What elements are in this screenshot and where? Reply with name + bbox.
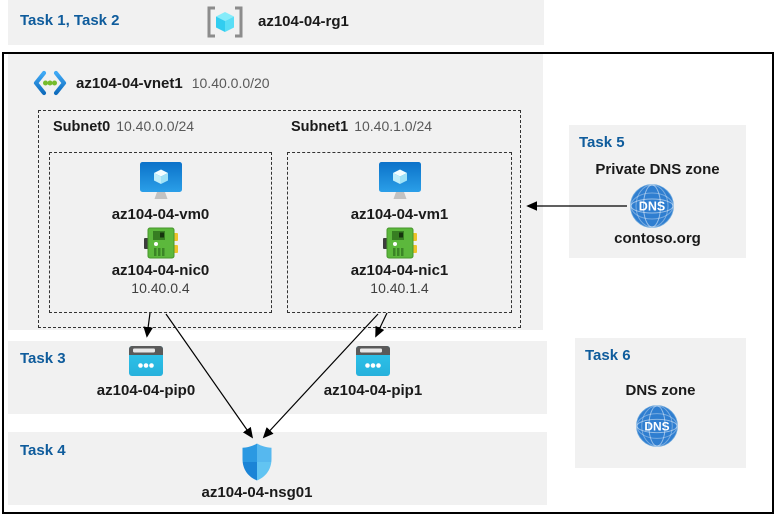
nic0-name: az104-04-nic0 — [111, 262, 210, 279]
vnet-header: az104-04-vnet1 10.40.0.0/20 — [33, 70, 270, 96]
task-1-2-label: Task 1, Task 2 — [20, 12, 120, 29]
nic1-name: az104-04-nic1 — [350, 262, 449, 279]
task5-label: Task 5 — [579, 134, 625, 151]
nsg-group: az104-04-nsg01 — [187, 443, 327, 501]
nic1-ip: 10.40.1.4 — [370, 280, 429, 296]
vm0-icon — [139, 160, 183, 202]
public-ip0-icon — [129, 346, 163, 376]
vnet-name: az104-04-vnet1 — [76, 74, 183, 92]
task6-box: Task 6 DNS zone DNS — [575, 338, 746, 468]
dns-zone-icon: DNS — [636, 405, 678, 447]
task5-box: Task 5 Private DNS zone DNS contoso.org — [569, 125, 746, 258]
task3-label: Task 3 — [20, 350, 66, 367]
pip0-group: az104-04-pip0 — [76, 346, 216, 399]
private-dns-icon: DNS — [630, 184, 674, 228]
task3-band: Task 3 az104-04-pip0 — [8, 341, 547, 414]
subnet1-vm-group: az104-04-vm1 az104-04-nic1 10.40.1.4 — [287, 152, 512, 313]
task6-label: Task 6 — [585, 347, 631, 364]
nic0-icon — [143, 226, 178, 260]
subnet1-label: Subnet1 10.40.1.0/24 — [291, 118, 432, 135]
resource-group-name: az104-04-rg1 — [258, 13, 349, 30]
subnet1-name: Subnet1 — [291, 119, 349, 135]
task4-band: Task 4 az104-04-nsg0 — [8, 432, 547, 505]
public-ip1-icon — [356, 346, 390, 376]
resource-group-band: Task 1, Task 2 az104-04-rg1 — [8, 0, 544, 45]
resource-group-icon — [205, 5, 245, 39]
pip1-name: az104-04-pip1 — [323, 382, 423, 399]
pip1-group: az104-04-pip1 — [303, 346, 443, 399]
subnet0-vm-group: az104-04-vm0 az104-04-nic0 10.40.0.4 — [49, 152, 272, 313]
task4-label: Task 4 — [20, 442, 66, 459]
vnet-box: az104-04-vnet1 10.40.0.0/20 Subnet0 10.4… — [8, 54, 543, 330]
nsg-name: az104-04-nsg01 — [201, 484, 313, 501]
subnet0-cidr: 10.40.0.0/24 — [116, 118, 195, 134]
private-dns-zone-title: Private DNS zone — [595, 161, 720, 178]
subnet0-name: Subnet0 — [53, 119, 111, 135]
nic1-icon — [382, 226, 417, 260]
vnet-cidr: 10.40.0.0/20 — [191, 75, 270, 91]
dns-zone-icon-text: DNS — [644, 419, 669, 433]
nsg-shield-icon — [242, 443, 272, 481]
vnet-icon — [33, 70, 67, 96]
subnet1-cidr: 10.40.1.0/24 — [354, 118, 433, 134]
dns-zone-title: DNS zone — [625, 382, 696, 399]
private-dns-zone-name: contoso.org — [614, 230, 701, 247]
vm1-icon — [378, 160, 422, 202]
subnet0-label: Subnet0 10.40.0.0/24 — [53, 118, 194, 135]
pip0-name: az104-04-pip0 — [96, 382, 196, 399]
private-dns-icon-text: DNS — [639, 200, 665, 214]
vm0-name: az104-04-vm0 — [111, 206, 210, 223]
vm1-name: az104-04-vm1 — [350, 206, 449, 223]
nic0-ip: 10.40.0.4 — [131, 280, 190, 296]
